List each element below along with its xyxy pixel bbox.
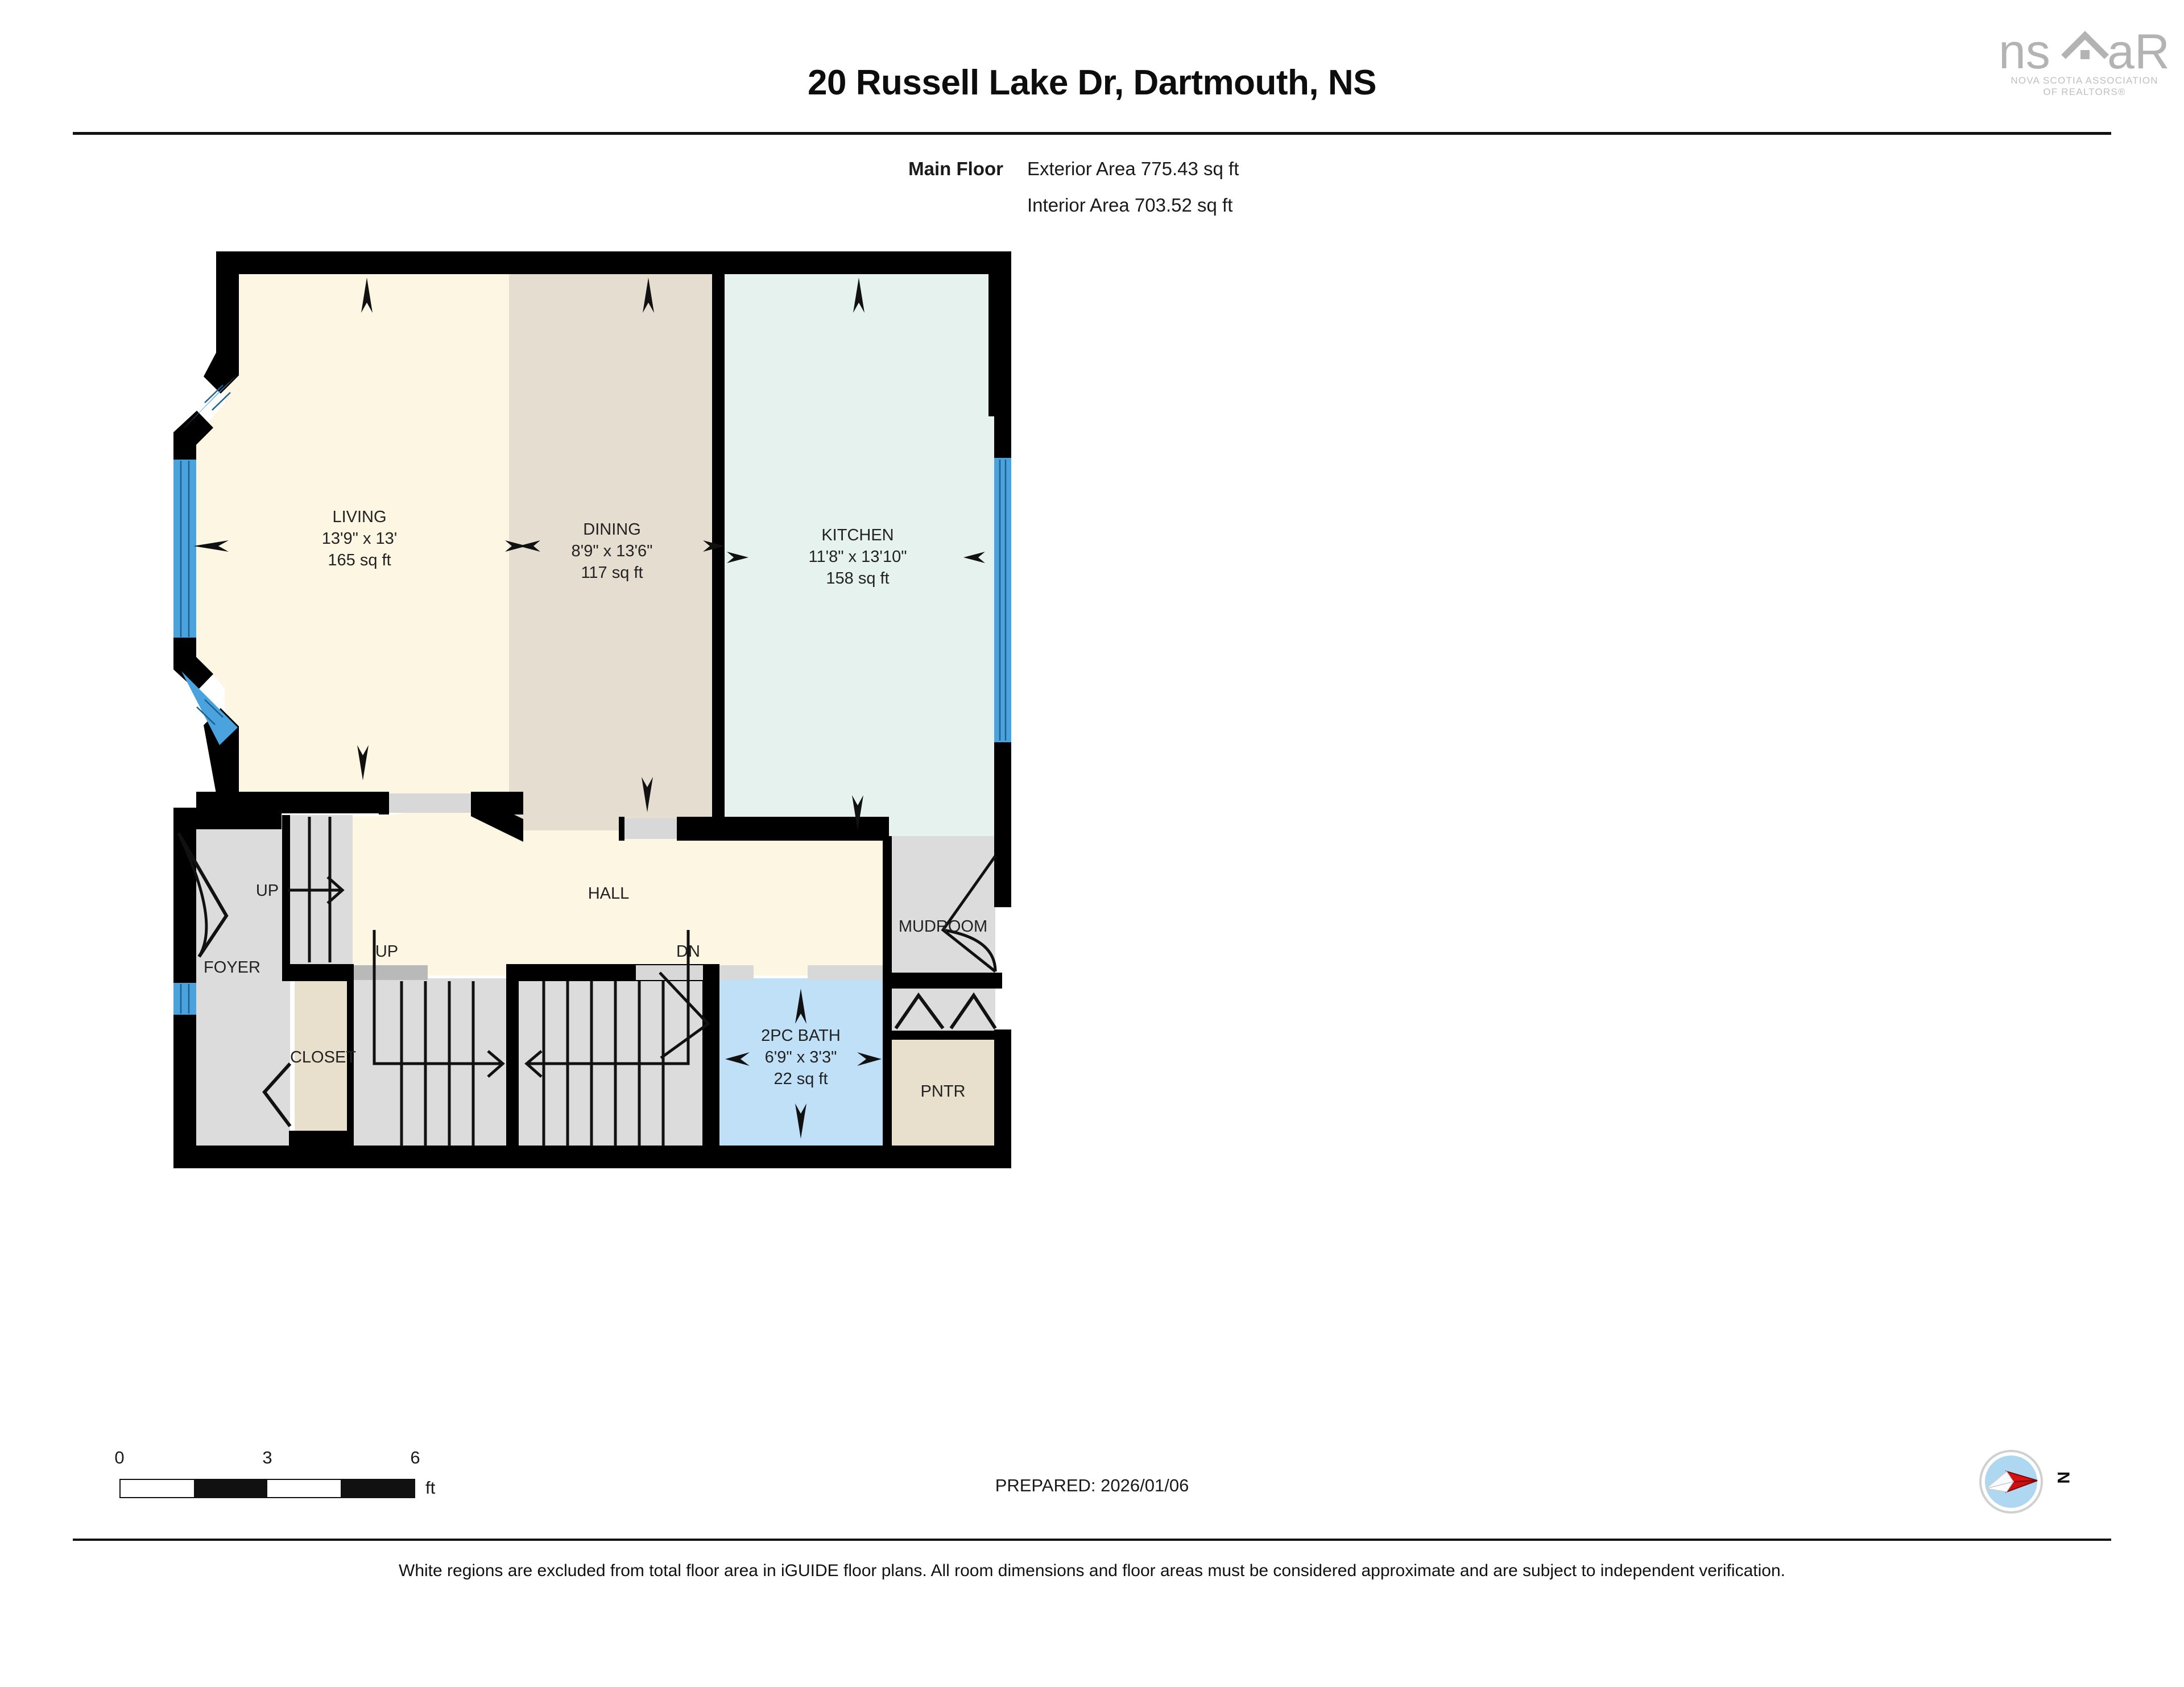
bath-dimensions: 6'9" x 3'3" [765,1048,837,1066]
room-label-hall: HALL [588,884,630,903]
stair-label-dn-hall: DN [676,942,700,961]
room-label-bath: 2PC BATH 6'9" x 3'3" 22 sq ft [761,1027,841,1088]
bath-area: 22 sq ft [774,1070,828,1088]
svg-text:NOVA SCOTIA ASSOCIATION: NOVA SCOTIA ASSOCIATION [2011,75,2158,86]
exterior-area: Exterior Area 775.43 sq ft [1027,158,1239,179]
scale-tick-0: 0 [114,1448,125,1467]
room-fill-foyer-stairs [289,815,353,977]
room-label-pantry: PNTR [921,1082,966,1101]
scale-tick-6: 6 [410,1448,420,1467]
kitchen-name: KITCHEN [821,526,894,544]
compass-rose: N [1974,1436,2082,1527]
kitchen-dimensions: 11'8" x 13'10" [808,548,907,566]
stair-label-up-hall: UP [375,942,398,961]
window-bay-upper [181,374,238,431]
nsar-logo: ns aR NOVA SCOTIA ASSOCIATION OF REALTOR… [1991,16,2178,104]
floor-label: Main Floor [908,158,1003,179]
room-fill-pantry [890,1038,995,1148]
compass-north-label: N [2054,1471,2073,1484]
bath-name: 2PC BATH [761,1027,841,1045]
scale-segment-4 [341,1480,414,1497]
stairs-hall-dn [524,930,690,1146]
page-title: 20 Russell Lake Dr, Dartmouth, NS [808,63,1376,102]
windows [173,374,1011,1015]
scale-unit-label: ft [425,1478,436,1498]
room-fill-living [191,273,509,813]
living-dimensions: 13'9" x 13' [322,530,398,548]
room-label-living: LIVING 13'9" x 13' 165 sq ft [322,508,398,569]
stairs-hall-up [373,930,505,1146]
scale-tick-labels: 0 3 6 [114,1448,420,1470]
room-fill-closet [295,978,349,1148]
living-area: 165 sq ft [328,551,391,569]
floor-plan-drawing: LIVING 13'9" x 13' 165 sq ft DINING 8'9"… [173,251,1011,1168]
room-fill-mudroom-2 [890,836,995,1038]
scale-segment-1 [121,1480,194,1497]
stairs-foyer [288,817,345,962]
room-label-closet: CLOSET [290,1048,356,1066]
door-swings [177,832,997,1127]
svg-text:OF REALTORS®: OF REALTORS® [2043,86,2125,97]
scale-segment-2 [194,1480,267,1497]
svg-text:ns: ns [1999,24,2050,79]
disclaimer-text: White regions are excluded from total fl… [399,1561,1785,1580]
stair-label-up-foyer: UP [256,882,279,900]
window-foyer [173,983,196,1015]
living-name: LIVING [332,508,386,526]
room-fill-kitchen [722,273,994,975]
svg-text:aR: aR [2107,24,2170,79]
window-bay-lower [181,671,238,745]
dining-dimensions: 8'9" x 13'6" [572,542,653,560]
prepared-date: PREPARED: 2026/01/06 [995,1475,1189,1495]
room-label-dining: DINING 8'9" x 13'6" 117 sq ft [572,520,653,582]
window-kitchen-right [994,458,1011,742]
scale-bar [119,1479,415,1498]
room-fill-foyer-main [182,815,289,1148]
title-divider [73,132,2111,135]
interior-area: Interior Area 703.52 sq ft [1027,195,1233,216]
scale-tick-3: 3 [262,1448,272,1467]
dining-name: DINING [583,520,641,539]
dining-area: 117 sq ft [581,564,643,582]
exterior-walls [173,251,1011,1168]
window-bay-left [173,460,196,638]
dimension-arrows [193,278,985,1139]
door-opening-stair-dark [354,965,428,980]
room-fill-hall [225,802,888,975]
room-label-kitchen: KITCHEN 11'8" x 13'10" 158 sq ft [808,526,907,588]
footer-divider [73,1539,2111,1541]
room-label-mudroom: MUDROOM [899,917,987,936]
room-label-foyer: FOYER [204,958,260,977]
scale-segment-3 [267,1480,341,1497]
kitchen-area: 158 sq ft [826,569,889,588]
room-fill-dining [478,273,714,830]
